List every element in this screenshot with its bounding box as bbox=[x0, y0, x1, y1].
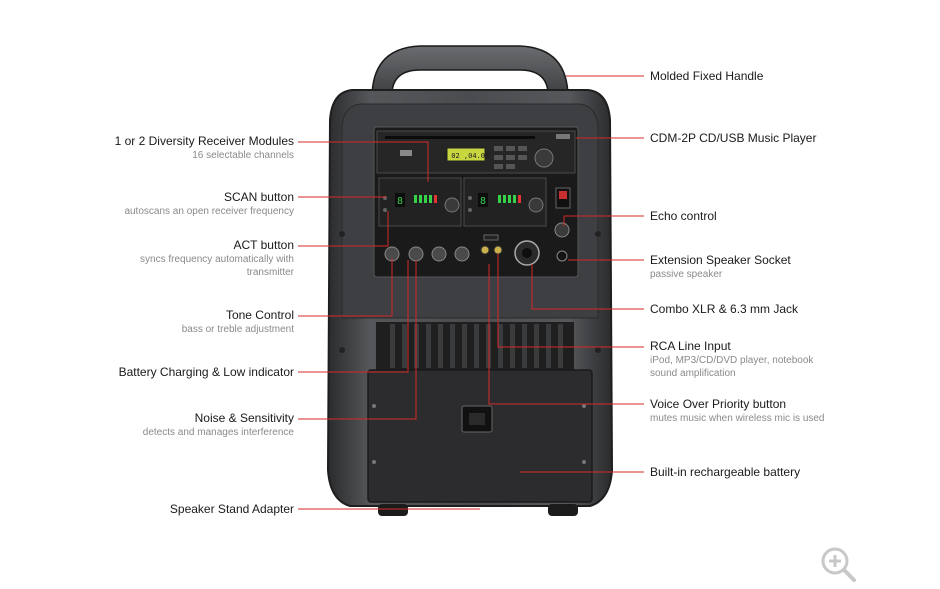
label-subtitle: passive speaker bbox=[650, 269, 723, 280]
label-rca-input: RCA Line Input iPod, MP3/CD/DVD player, … bbox=[650, 339, 840, 380]
label-title: Noise & Sensitivity bbox=[194, 411, 294, 425]
label-builtin-battery: Built-in rechargeable battery bbox=[650, 465, 800, 480]
label-title: Battery Charging & Low indicator bbox=[118, 365, 294, 379]
knob-row bbox=[384, 246, 470, 262]
label-title: 1 or 2 Diversity Receiver Modules bbox=[114, 134, 294, 148]
label-title: Voice Over Priority button bbox=[650, 397, 787, 411]
label-cd-player: CDM-2P CD/USB Music Player bbox=[650, 131, 816, 146]
label-title: Speaker Stand Adapter bbox=[169, 502, 294, 516]
label-title: Built-in rechargeable battery bbox=[650, 465, 801, 479]
label-act-button: ACT button syncs frequency automatically… bbox=[124, 238, 294, 279]
label-subtitle: syncs frequency automatically with trans… bbox=[140, 254, 294, 278]
label-subtitle: bass or treble adjustment bbox=[181, 324, 294, 335]
label-subtitle: 16 selectable channels bbox=[192, 150, 294, 161]
label-subtitle: mutes music when wireless mic is used bbox=[650, 413, 825, 424]
label-handle: Molded Fixed Handle bbox=[650, 69, 763, 84]
label-subtitle: iPod, MP3/CD/DVD player, notebook sound … bbox=[650, 355, 814, 379]
label-echo-control: Echo control bbox=[650, 209, 717, 224]
label-title: Extension Speaker Socket bbox=[650, 253, 791, 267]
label-title: Echo control bbox=[650, 209, 717, 223]
receiver-module-2: 8 bbox=[463, 177, 547, 227]
label-extension-socket: Extension Speaker Socket passive speaker bbox=[650, 253, 791, 281]
label-subtitle: detects and manages interference bbox=[142, 427, 294, 438]
battery-compartment bbox=[367, 369, 593, 503]
label-subtitle: autoscans an open receiver frequency bbox=[124, 206, 294, 217]
label-battery-indicator: Battery Charging & Low indicator bbox=[119, 365, 294, 380]
label-receiver-modules: 1 or 2 Diversity Receiver Modules 16 sel… bbox=[115, 134, 294, 162]
label-title: ACT button bbox=[233, 238, 294, 252]
label-title: Molded Fixed Handle bbox=[650, 69, 764, 83]
vent-grille bbox=[376, 322, 574, 370]
label-tone-control: Tone Control bass or treble adjustment bbox=[182, 308, 294, 336]
label-title: Tone Control bbox=[225, 308, 294, 322]
lcd-readout: 1 02 ,04.03 bbox=[443, 152, 489, 160]
label-noise-sensitivity: Noise & Sensitivity detects and manages … bbox=[143, 411, 294, 439]
zoom-in-icon[interactable] bbox=[818, 544, 858, 584]
label-stand-adapter: Speaker Stand Adapter bbox=[170, 502, 294, 517]
label-title: RCA Line Input bbox=[650, 339, 731, 353]
svg-text:8: 8 bbox=[480, 196, 486, 207]
label-voice-over-priority: Voice Over Priority button mutes music w… bbox=[650, 397, 825, 425]
label-title: Combo XLR & 6.3 mm Jack bbox=[650, 302, 799, 316]
label-combo-jack: Combo XLR & 6.3 mm Jack bbox=[650, 302, 798, 317]
label-title: SCAN button bbox=[223, 190, 294, 204]
cd-player: 1 02 ,04.03 bbox=[376, 130, 576, 174]
receiver-module-1: 8 bbox=[378, 177, 462, 227]
svg-text:8: 8 bbox=[397, 196, 403, 207]
label-scan-button: SCAN button autoscans an open receiver f… bbox=[124, 190, 294, 218]
label-title: CDM-2P CD/USB Music Player bbox=[650, 131, 817, 145]
